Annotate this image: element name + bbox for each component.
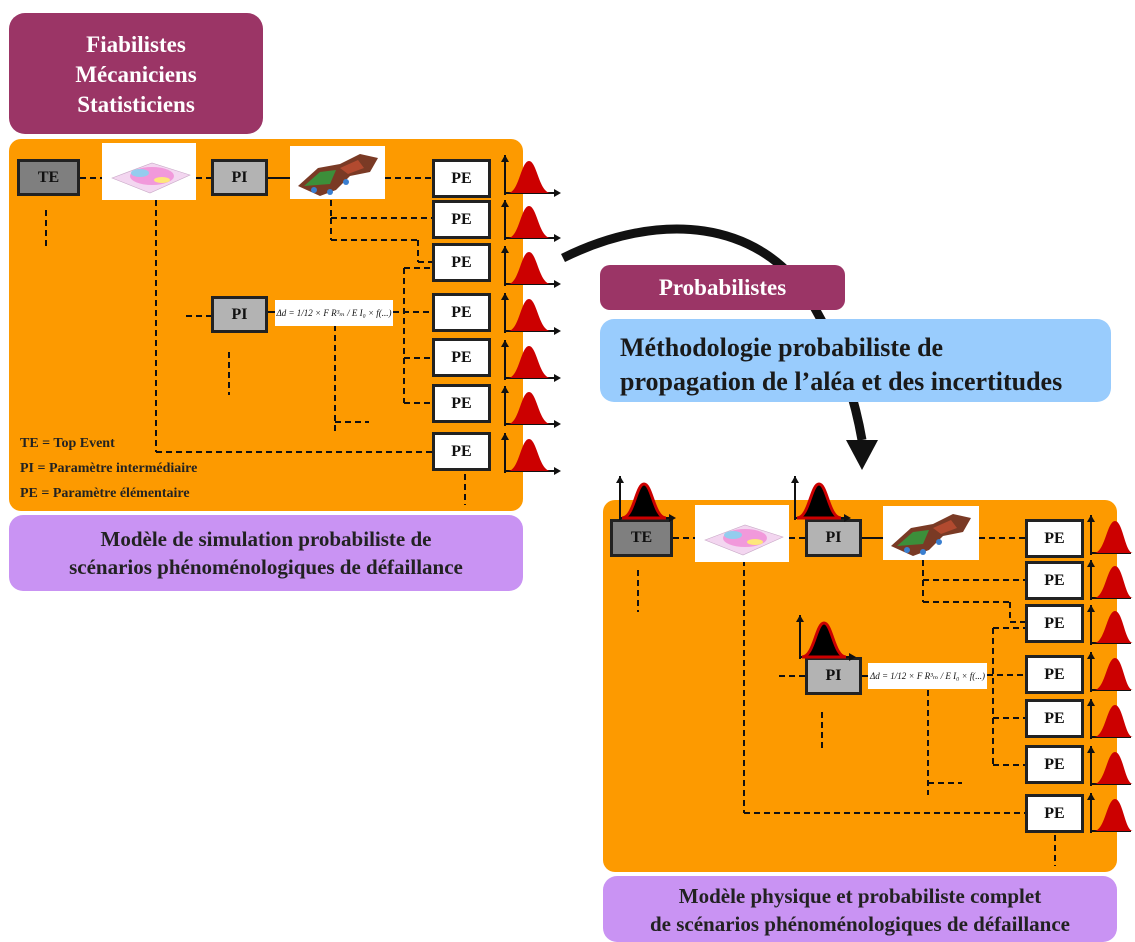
right-model-caption: Modèle physique et probabiliste complet … — [603, 876, 1117, 942]
right-pe-label: PE — [1044, 804, 1065, 822]
right-formula-box: Δd = 1/12 × F R³ₘ / E I₀ × f(...) — [868, 663, 987, 689]
left-pi-node-top: PI — [211, 159, 268, 196]
right-surface-plot-image — [695, 505, 789, 562]
left-te-label: TE — [37, 168, 60, 186]
left-pe-label: PE — [451, 394, 472, 412]
right-caption-line2: de scénarios phénoménologiques de défail… — [649, 912, 1070, 936]
left-pe-label: PE — [451, 348, 472, 366]
right-te-label: TE — [630, 529, 653, 546]
right-curve-1 — [1086, 514, 1134, 556]
right-surface-plot-graphic — [704, 524, 784, 556]
right-pe-label: PE — [1044, 709, 1065, 727]
right-pe-label: PE — [1044, 529, 1065, 547]
right-caption-line1: Modèle physique et probabiliste complet — [678, 884, 1042, 908]
right-te-node: TE — [610, 519, 673, 557]
role-statisticiens: Statisticiens — [77, 92, 195, 117]
left-pe-node-7: PE — [432, 432, 491, 471]
left-pe-label: PE — [451, 442, 472, 460]
role-fiabilistes: Fiabilistes — [86, 32, 186, 57]
left-pe-label: PE — [451, 210, 472, 228]
right-curve-6 — [1086, 745, 1134, 787]
right-pe-node-7: PE — [1025, 794, 1084, 833]
methodology-line2: propagation de l’aléa et des incertitude… — [620, 367, 1063, 396]
methodology-line1: Méthodologie probabiliste de — [620, 333, 944, 362]
mechanical-part-graphic — [298, 154, 378, 196]
right-pe-node-2: PE — [1025, 561, 1084, 600]
surface-plot-image — [102, 143, 196, 200]
left-formula-box: Δd = 1/12 × F R³ₘ / E I₀ × f(...) — [275, 300, 393, 326]
right-pe-label: PE — [1044, 665, 1065, 683]
left-pi-top-label: PI — [231, 168, 248, 186]
right-curve-3 — [1086, 604, 1134, 646]
left-pe-node-2: PE — [432, 200, 491, 239]
right-pi-node-top: PI — [805, 519, 862, 557]
right-curve-7 — [1086, 792, 1134, 834]
right-curve-5 — [1086, 698, 1134, 740]
right-pe-label: PE — [1044, 614, 1065, 632]
left-formula-text: Δd = 1/12 × F R³ₘ / E I₀ × f(...) — [276, 307, 392, 318]
probabilistes-text: Probabilistes — [658, 275, 787, 300]
left-pe-node-6: PE — [432, 384, 491, 423]
role-mecaniciens: Mécaniciens — [75, 62, 197, 87]
legend: TE = Top Event PI = Paramètre intermédia… — [20, 431, 197, 506]
left-pe-node-3: PE — [432, 243, 491, 282]
left-pe-label: PE — [451, 169, 472, 187]
right-curve-2 — [1086, 559, 1134, 601]
legend-te: TE = Top Event — [20, 436, 115, 451]
right-pi-top-label: PI — [825, 529, 842, 546]
left-caption-line2: scénarios phénoménologiques de défaillan… — [69, 555, 463, 579]
left-pi-node-middle: PI — [211, 296, 268, 333]
pi-top-distribution-curve — [789, 474, 853, 524]
left-te-node: TE — [17, 159, 80, 196]
legend-pi: PI = Paramètre intermédiaire — [20, 461, 198, 476]
legend-pe: PE = Paramètre élémentaire — [20, 486, 190, 501]
right-pe-node-6: PE — [1025, 745, 1084, 784]
right-pe-node-5: PE — [1025, 699, 1084, 738]
surface-plot-graphic — [111, 162, 191, 194]
pi-middle-distribution-curve — [794, 613, 858, 663]
right-pe-label: PE — [1044, 571, 1065, 589]
probabilistes-label: Probabilistes — [600, 265, 845, 310]
right-pe-node-1: PE — [1025, 519, 1084, 558]
te-distribution-curve — [614, 474, 678, 524]
left-model-caption: Modèle de simulation probabiliste de scé… — [9, 515, 523, 591]
right-mechanical-part-graphic — [891, 514, 971, 556]
left-pi-middle-label: PI — [231, 305, 248, 323]
left-pe-label: PE — [451, 253, 472, 271]
left-pe-node-4: PE — [432, 293, 491, 332]
right-mechanical-part-image — [883, 506, 979, 560]
left-pe-node-1: PE — [432, 159, 491, 198]
left-pe-node-5: PE — [432, 338, 491, 377]
left-caption-line1: Modèle de simulation probabiliste de — [100, 527, 432, 551]
right-formula-text: Δd = 1/12 × F R³ₘ / E I₀ × f(...) — [869, 670, 986, 681]
mechanical-part-image — [290, 146, 385, 199]
right-pe-node-3: PE — [1025, 604, 1084, 643]
right-curve-4 — [1086, 651, 1134, 693]
right-pi-middle-label: PI — [825, 667, 842, 684]
left-pe-label: PE — [451, 303, 472, 321]
right-pe-node-4: PE — [1025, 655, 1084, 694]
expert-roles-box: Fiabilistes Mécaniciens Statisticiens — [9, 13, 263, 134]
methodology-box: Méthodologie probabiliste de propagation… — [600, 319, 1111, 402]
right-pe-label: PE — [1044, 755, 1065, 773]
